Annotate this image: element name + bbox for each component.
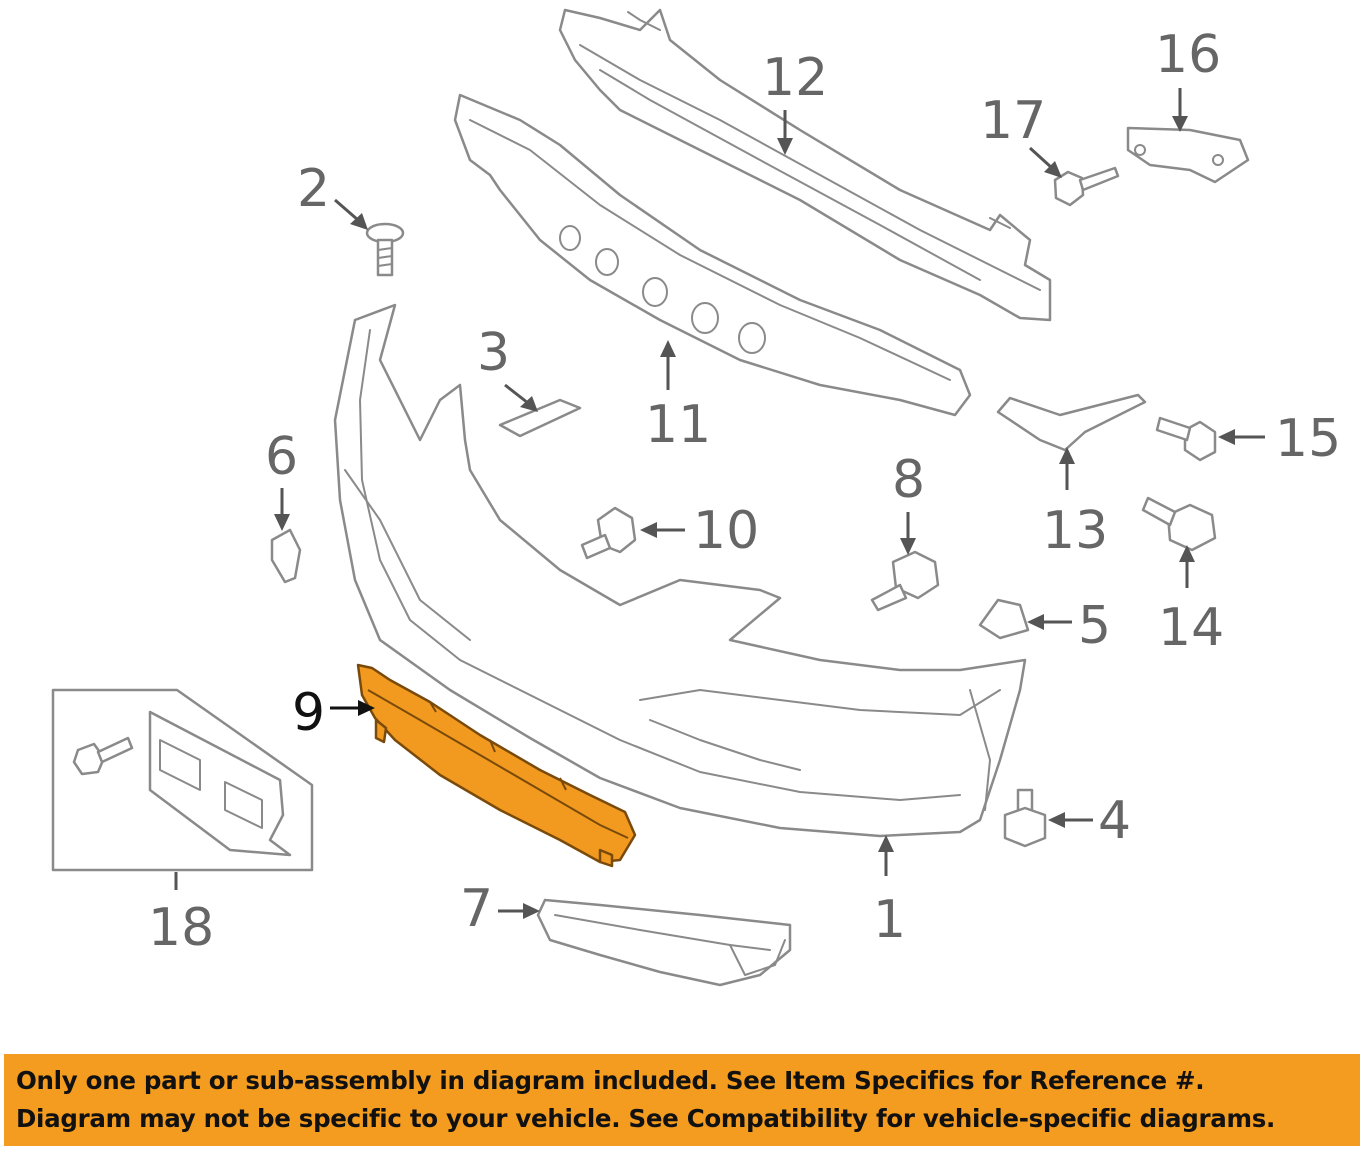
callout-9: 9 (292, 683, 325, 743)
part-14-bolt (1141, 496, 1217, 552)
part-13-bracket (996, 393, 1147, 452)
part-15-bolt (1155, 416, 1217, 462)
callout-4: 4 (1098, 791, 1131, 851)
callout-11: 11 (645, 395, 711, 455)
callout-6: 6 (265, 427, 298, 487)
part-18-inset (51, 688, 314, 872)
part-12-reinforcement-beam (558, 8, 1052, 322)
part-17-bolt (1053, 166, 1120, 207)
part-3-strip (498, 398, 582, 438)
callout-8: 8 (892, 450, 925, 510)
callout-14: 14 (1158, 598, 1224, 658)
callout-1: 1 (873, 890, 906, 950)
disclaimer-line-2: Diagram may not be specific to your vehi… (16, 1104, 1275, 1133)
callout-12: 12 (762, 48, 828, 108)
callout-16: 16 (1155, 25, 1221, 85)
part-4-bolt (1003, 788, 1047, 848)
part-2-screw (365, 222, 405, 277)
callout-15: 15 (1275, 409, 1341, 469)
callout-18: 18 (148, 898, 214, 958)
callout-2: 2 (297, 159, 330, 219)
callout-13: 13 (1042, 501, 1108, 561)
part-8-bolt (870, 550, 940, 612)
part-1-bumper-cover (333, 303, 1027, 838)
callout-17: 17 (980, 91, 1046, 151)
part-5-clip (978, 598, 1030, 640)
leader-lines (174, 88, 1265, 919)
disclaimer-banner: Only one part or sub-assembly in diagram… (4, 1054, 1360, 1146)
disclaimer-line-1: Only one part or sub-assembly in diagram… (16, 1066, 1205, 1095)
part-16-bracket (1126, 126, 1250, 184)
part-6-cover (270, 528, 302, 584)
part-11-energy-absorber (453, 93, 972, 417)
callout-5: 5 (1078, 596, 1111, 656)
part-9-bracket-highlighted (356, 663, 637, 868)
callout-10: 10 (693, 501, 759, 561)
callout-7: 7 (460, 879, 493, 939)
part-10-bolt (580, 506, 637, 560)
parts-diagram: 12 11 16 17 2 3 6 10 8 13 15 14 5 4 1 7 … (51, 8, 1341, 987)
part-7-grille (536, 898, 792, 987)
callout-3: 3 (477, 323, 510, 383)
